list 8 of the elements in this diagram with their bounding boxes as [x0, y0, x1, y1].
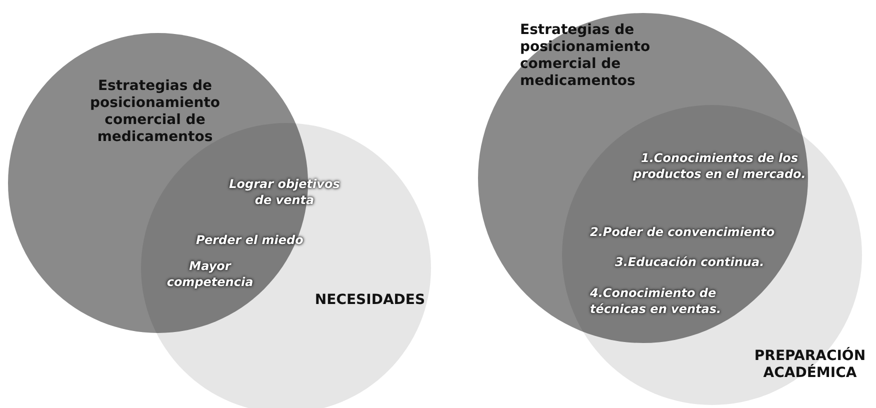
- overlap-text: 3.Educación continua.: [615, 254, 766, 270]
- circle-title: PREPARACIÓN ACADÉMICA: [753, 348, 867, 382]
- overlap-text: 4.Conocimiento de técnicas en ventas.: [590, 285, 722, 317]
- overlap-text: 1.Conocimientos de los productos en el mercado.: [632, 150, 807, 182]
- overlap-text: Mayor competencia: [166, 258, 254, 290]
- circle-title: NECESIDADES: [314, 292, 426, 309]
- overlap-text: 2.Poder de convencimiento: [590, 224, 776, 240]
- circle-title: Estrategias de posicionamiento comercial de medicamentos: [88, 78, 222, 146]
